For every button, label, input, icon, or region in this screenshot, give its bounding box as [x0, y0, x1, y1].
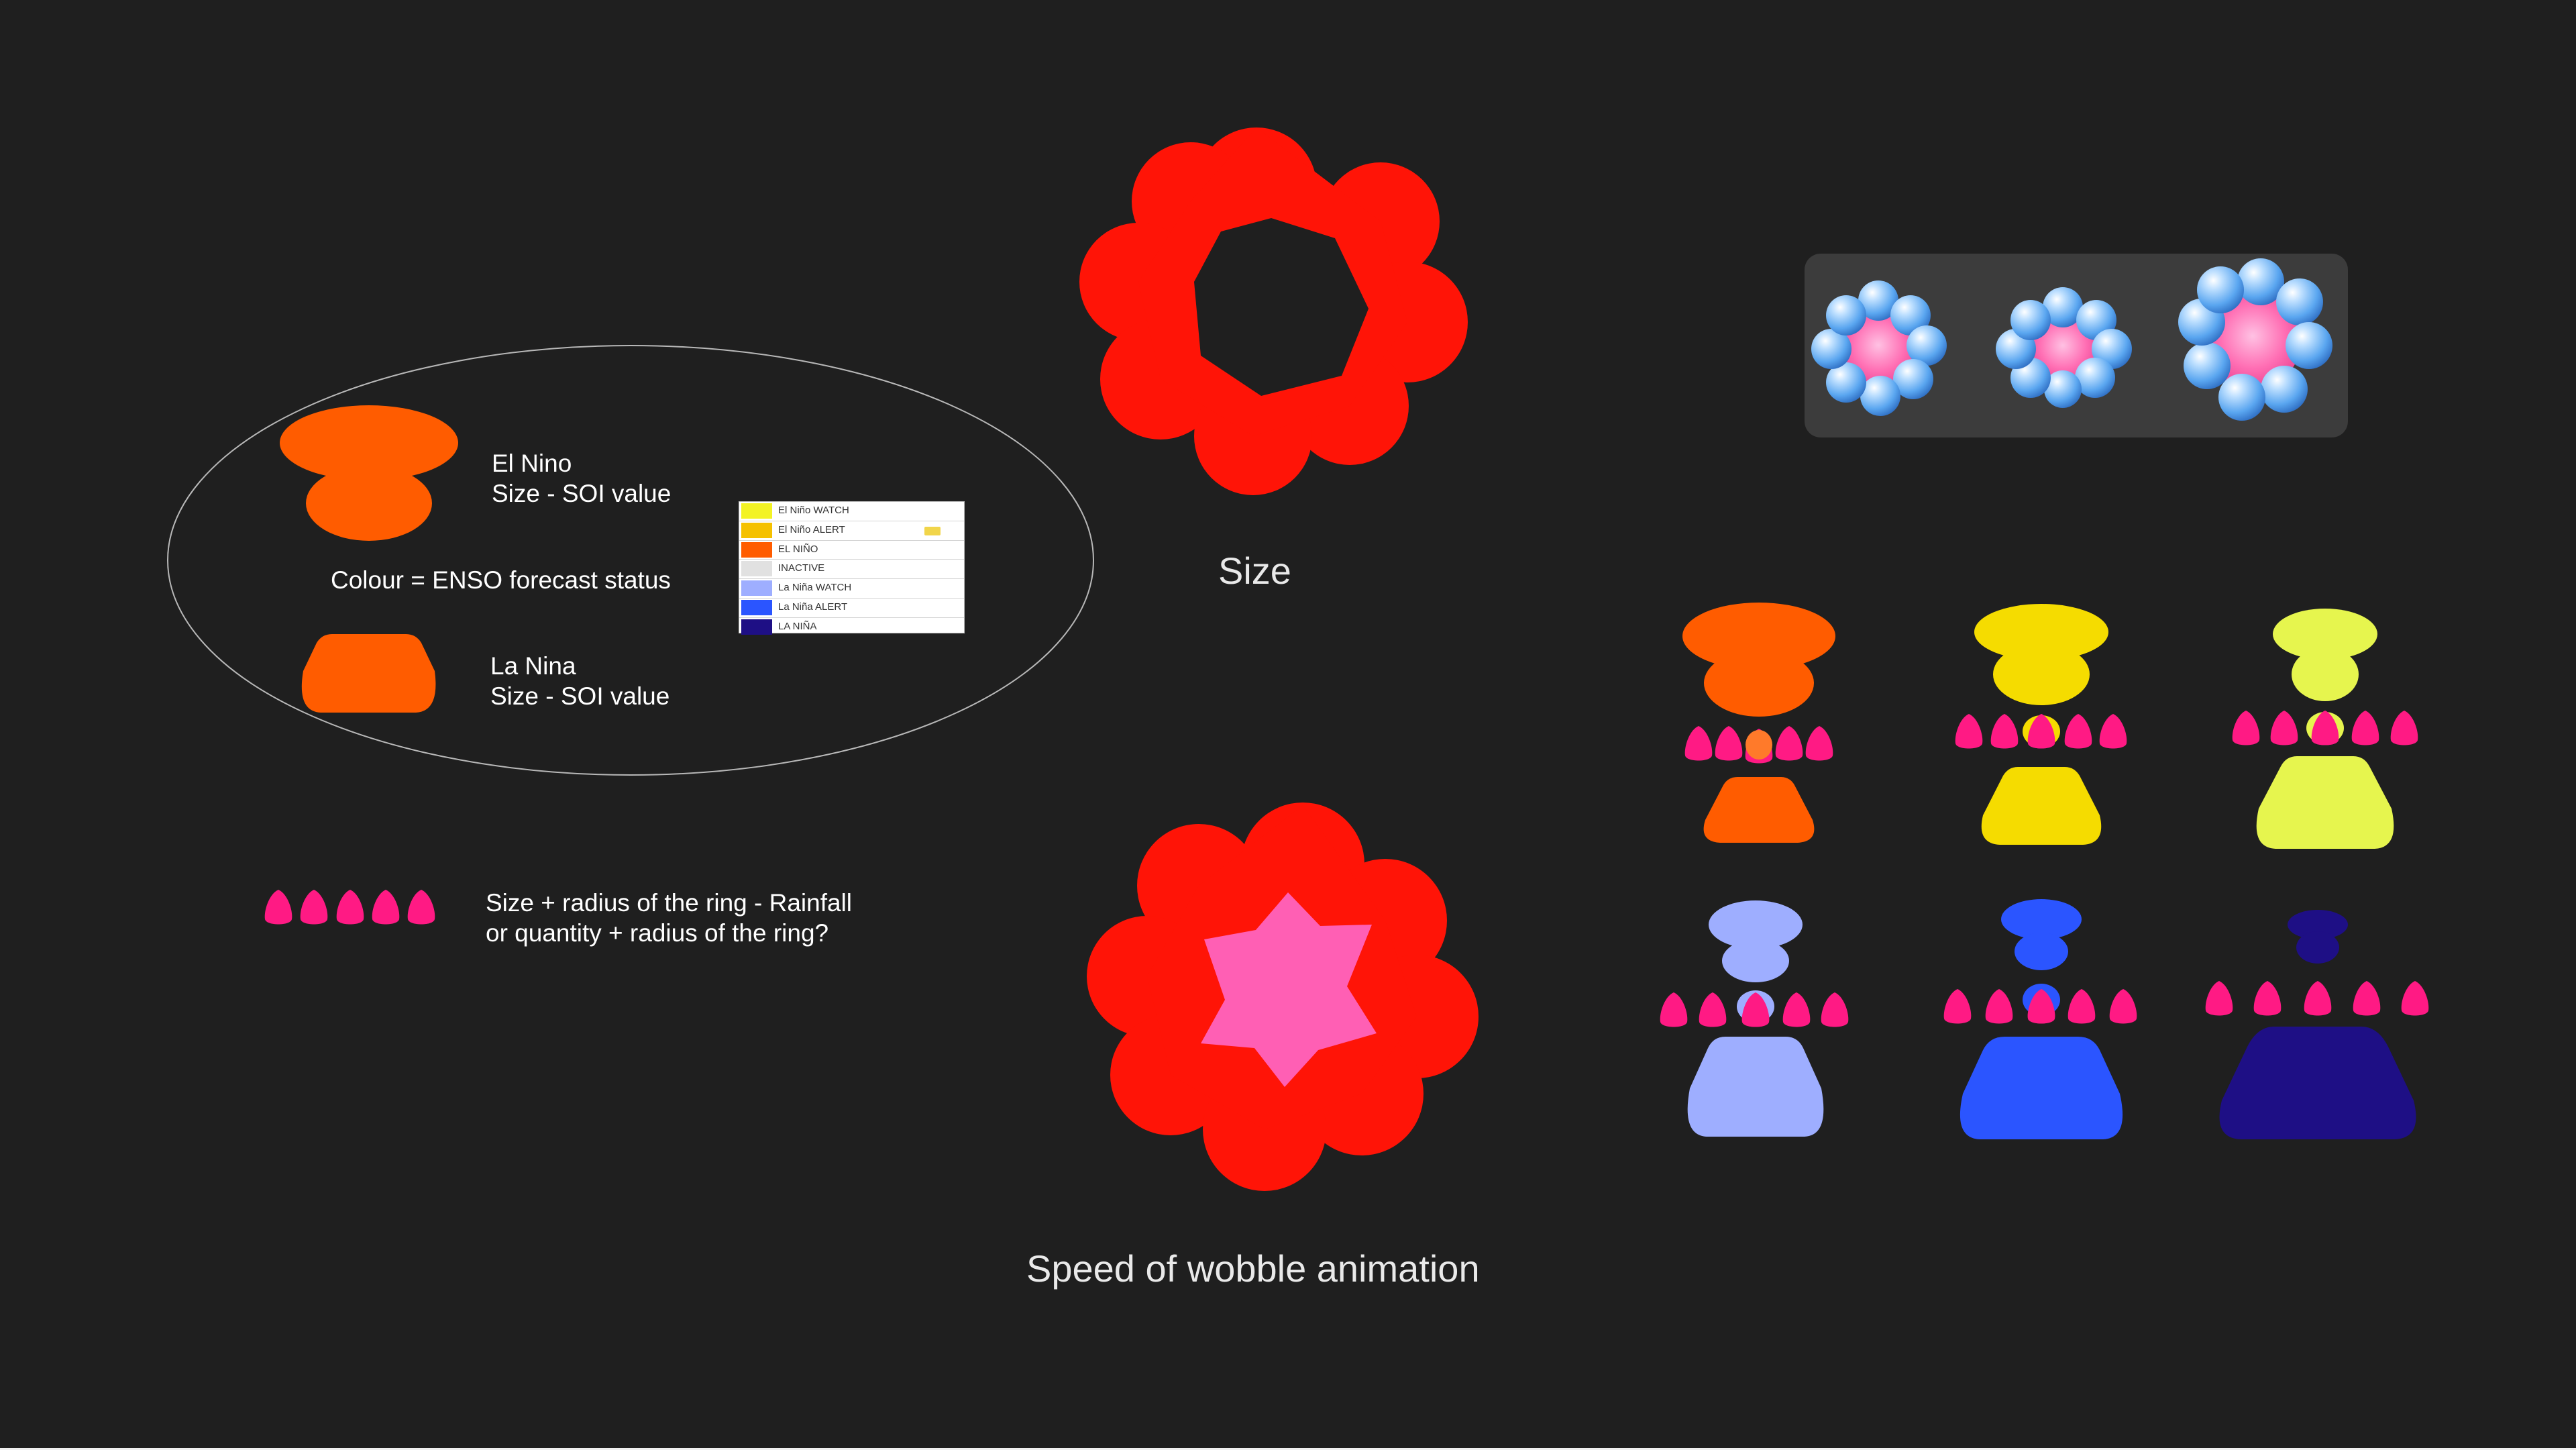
- status-row: INACTIVE: [739, 560, 964, 580]
- status-swatch: [741, 599, 772, 615]
- status-row: El Niño ALERT: [739, 521, 964, 541]
- status-label: El Niño ALERT: [778, 523, 845, 535]
- el-nino-title: El Nino: [492, 450, 572, 477]
- size-label: Size: [1218, 550, 1291, 592]
- status-swatch: [741, 503, 772, 519]
- status-label: La Niña WATCH: [778, 582, 852, 594]
- status-label: EL NIÑO: [778, 543, 818, 555]
- status-row: La Niña WATCH: [739, 579, 964, 599]
- status-row: EL NIÑO: [739, 541, 964, 560]
- enso-status-table: El Niño WATCH El Niño ALERT EL NIÑO INAC…: [739, 501, 965, 635]
- status-row: La Niña ALERT: [739, 599, 964, 618]
- el-nino-size-text: Size - SOI value: [492, 480, 672, 507]
- figure-la-nina: [2205, 910, 2429, 1139]
- size-ring-hole: [1194, 218, 1368, 396]
- status-label: LA NIÑA: [778, 620, 817, 632]
- bubble-cluster-2: [1996, 287, 2132, 408]
- legend-ellipse: [167, 345, 1094, 776]
- comment-icon[interactable]: [924, 526, 941, 535]
- figure-la-nina-alert: [1943, 899, 2137, 1139]
- status-swatch: [741, 522, 772, 538]
- figure-la-nina-watch: [1660, 900, 1849, 1137]
- bottom-edge: [0, 1448, 2576, 1450]
- status-swatch: [741, 619, 772, 635]
- petal-note-line1: Size + radius of the ring - Rainfall: [486, 889, 853, 917]
- status-row: LA NIÑA: [739, 618, 964, 637]
- status-swatch: [741, 541, 772, 558]
- bubble-cluster-1: [1811, 280, 1947, 416]
- colour-note: Colour = ENSO forecast status: [331, 566, 671, 594]
- la-nina-shape: [301, 634, 436, 713]
- la-nina-size-text: Size - SOI value: [490, 682, 670, 710]
- wobble-ring-center: [1201, 892, 1377, 1087]
- wobble-label: Speed of wobble animation: [1026, 1247, 1480, 1290]
- figure-el-nino-watch: [2232, 609, 2418, 849]
- petal-note-line2: or quantity + radius of the ring?: [486, 919, 829, 947]
- status-label: La Niña ALERT: [778, 601, 848, 613]
- figure-el-nino: [1682, 603, 1835, 843]
- la-nina-title: La Nina: [490, 652, 576, 680]
- status-label: El Niño WATCH: [778, 505, 849, 516]
- figure-el-nino-alert: [1955, 604, 2127, 845]
- el-nino-shape: [280, 405, 458, 541]
- status-swatch: [741, 580, 772, 597]
- status-swatch: [741, 561, 772, 577]
- petal-row-legend: [264, 890, 435, 925]
- bubble-cluster-3: [2178, 258, 2332, 421]
- status-row: El Niño WATCH: [739, 502, 964, 521]
- status-label: INACTIVE: [778, 562, 825, 574]
